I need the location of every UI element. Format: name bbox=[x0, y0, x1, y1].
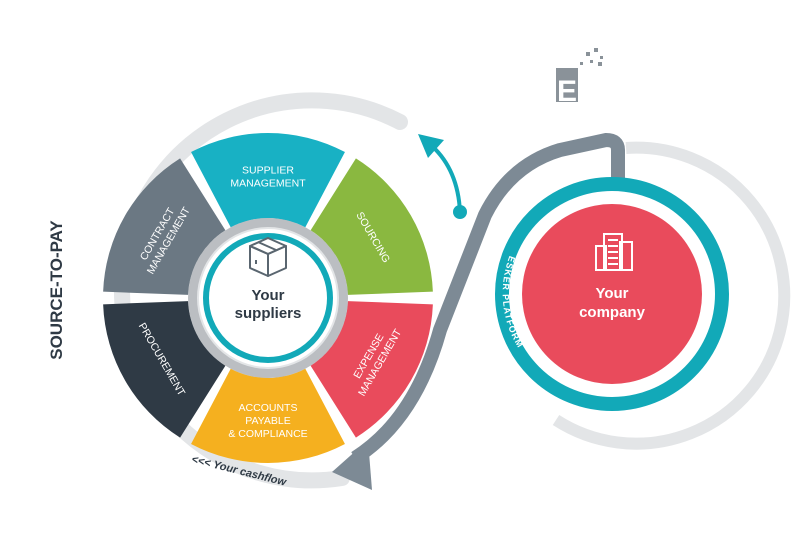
cashflow-arrowhead bbox=[332, 440, 372, 490]
box-icon bbox=[249, 237, 287, 277]
segment-label-supplier-management: MANAGEMENT bbox=[230, 178, 306, 190]
segment-sourcing bbox=[310, 158, 433, 295]
cashflow-arrow-path bbox=[351, 132, 625, 464]
esker-logo: ESKER bbox=[556, 48, 665, 108]
company-line1: Your bbox=[595, 285, 628, 302]
company-line2: company bbox=[579, 304, 646, 321]
wheel-segments: SUPPLIERMANAGEMENTSOURCINGEXPENSEMANAGEM… bbox=[103, 133, 433, 464]
teal-arrowhead bbox=[418, 134, 444, 158]
segment-contract-management bbox=[103, 158, 226, 295]
source-to-pay-label: SOURCE-TO-PAY bbox=[47, 220, 66, 360]
hub-line1: Your bbox=[251, 287, 284, 304]
teal-return-arrow bbox=[430, 144, 462, 213]
logo-wordmark: ESKER bbox=[557, 75, 665, 108]
logo-pixel-squares bbox=[580, 48, 603, 66]
segment-accounts-payable bbox=[191, 368, 345, 464]
segment-label-supplier-management: SUPPLIER bbox=[242, 165, 294, 177]
segment-procurement bbox=[103, 301, 226, 438]
segment-supplier-management bbox=[191, 133, 345, 228]
teal-arrow-dot bbox=[453, 205, 467, 219]
segment-label-accounts-payable: PAYABLE bbox=[245, 415, 291, 427]
logo-e-block bbox=[556, 68, 578, 102]
segment-expense-management bbox=[310, 301, 433, 438]
company-outer-ring bbox=[552, 141, 791, 450]
segment-label-accounts-payable: ACCOUNTS bbox=[239, 402, 298, 414]
building-icon bbox=[595, 233, 633, 271]
company-circle bbox=[522, 204, 702, 384]
hub-teal-ring bbox=[203, 233, 333, 363]
segment-label-accounts-payable: & COMPLIANCE bbox=[228, 428, 307, 440]
hub-line2: suppliers bbox=[235, 305, 302, 322]
